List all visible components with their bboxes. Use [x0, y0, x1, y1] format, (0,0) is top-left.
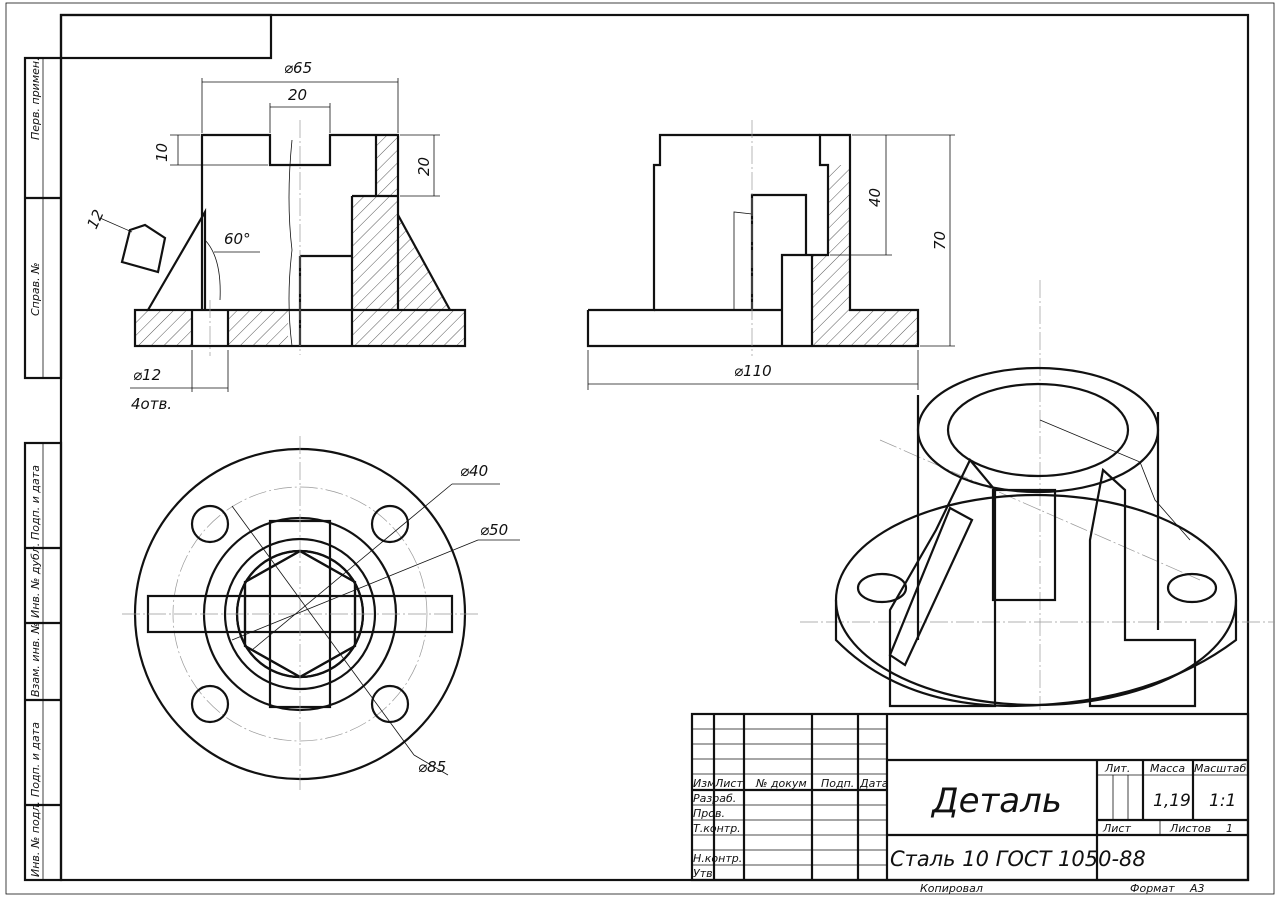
footer-copied: Копировал	[920, 882, 983, 895]
tb-mass-label: Масса	[1150, 762, 1185, 775]
tb-role-tkontr: Т.контр.	[693, 822, 741, 835]
tb-header-dokum: № докум	[755, 777, 807, 790]
material-spec: Сталь 10 ГОСТ 1050-88	[890, 847, 1146, 871]
title-block	[690, 712, 1250, 882]
tb-mass-value: 1,19	[1153, 791, 1191, 811]
holes-count-note: 4отв.	[131, 395, 172, 413]
tb-header-list: Лист	[714, 777, 743, 790]
outer-frame	[5, 2, 1275, 895]
side-label-vzam-inv: Взам. инв. №	[29, 622, 42, 697]
side-label-perv-primen: Перв. примен.	[29, 57, 42, 140]
drawing-frame	[59, 13, 1250, 882]
side-label-podp-data-2: Подп. и дата	[29, 722, 42, 797]
dim-height-10: 10	[153, 143, 171, 162]
dim-depth-40: 40	[866, 188, 884, 207]
tb-header-podp: Подп.	[821, 777, 854, 790]
footer-format-value: А3	[1189, 882, 1205, 895]
tb-role-prov: Пров.	[693, 807, 725, 820]
tb-header-data: Дата	[859, 777, 889, 790]
front-dimension-lines	[99, 78, 440, 392]
footer-format-label: Формат	[1130, 882, 1175, 895]
tb-role-razrab: Разраб.	[693, 792, 736, 805]
isometric-view	[800, 280, 1275, 710]
side-label-sprav-no: Справ. №	[29, 262, 42, 316]
side-view	[586, 120, 920, 356]
left-side-columns: Перв. примен. Справ. № Подп. и дата Инв.…	[23, 56, 63, 882]
side-dimension-lines	[587, 134, 955, 390]
dim-diameter-110: ⌀110	[734, 362, 772, 380]
dim-diameter-65: ⌀65	[284, 59, 312, 77]
dim-height-20: 20	[415, 157, 433, 176]
tb-scale-value: 1:1	[1209, 791, 1236, 811]
tb-sheet-label: Лист	[1102, 822, 1131, 835]
top-view	[122, 436, 520, 790]
top-left-stamp	[59, 13, 273, 60]
dim-diameter-40: ⌀40	[460, 462, 488, 480]
front-view	[120, 120, 467, 356]
tb-sheets-label: Листов	[1169, 822, 1211, 835]
tb-lit-label: Лит.	[1104, 762, 1130, 775]
tb-role-utv: Утв.	[693, 867, 716, 880]
dim-height-70: 70	[931, 231, 949, 250]
tb-role-nkontr: Н.контр.	[693, 852, 742, 865]
tb-scale-label: Масштаб	[1194, 762, 1246, 775]
drawing-title: Деталь	[930, 781, 1062, 821]
dim-hole-diameter-12: ⌀12	[133, 366, 161, 384]
side-label-podp-data-1: Подп. и дата	[29, 465, 42, 540]
side-label-inv-dubl: Инв. № дубл.	[29, 543, 42, 618]
dim-diameter-50: ⌀50	[480, 521, 508, 539]
dim-angle-60: 60°	[224, 230, 251, 248]
tb-header-izm: Изм	[693, 777, 715, 790]
dim-width-20: 20	[288, 86, 307, 104]
dim-diameter-85: ⌀85	[418, 758, 446, 776]
tb-sheets-value: 1	[1226, 822, 1233, 835]
side-label-inv-podl: Инв. № подл.	[29, 801, 42, 877]
dim-rib-12: 12	[83, 207, 107, 232]
